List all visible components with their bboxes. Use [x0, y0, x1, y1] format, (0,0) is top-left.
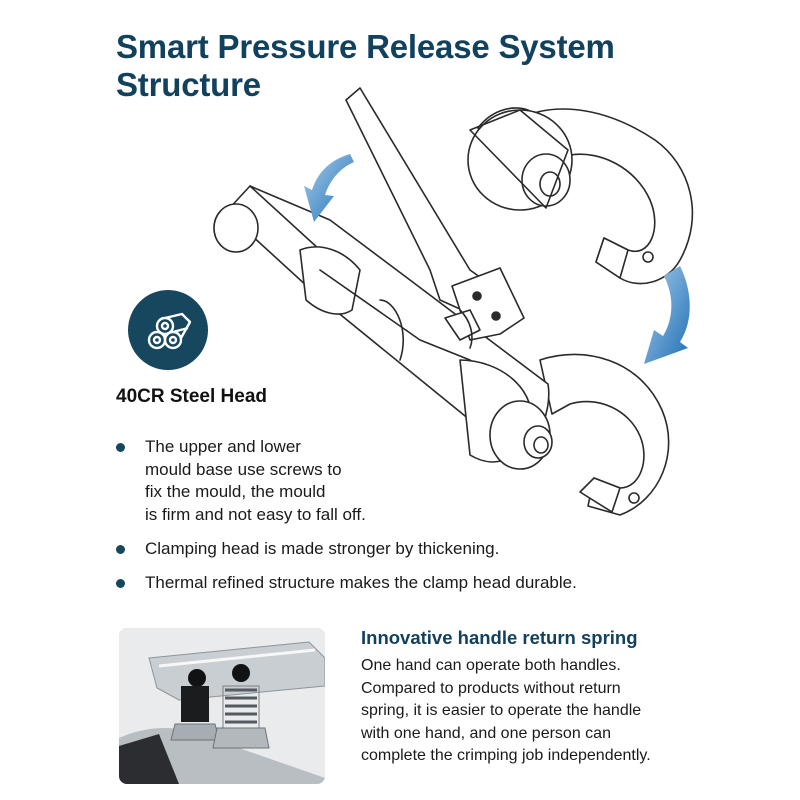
steel-bars-icon: [147, 312, 192, 350]
bullet-line: is firm and not easy to fall off.: [145, 504, 366, 524]
feature-label: 40CR Steel Head: [116, 386, 268, 407]
bullet-line: Clamping head is made stronger by thicke…: [145, 539, 500, 558]
spring-mechanism-photo: [119, 628, 325, 784]
handle-lever: [345, 87, 525, 349]
spring-body-line: with one hand, and one person can: [361, 724, 611, 742]
spring-body-line: spring, it is easier to operate the hand…: [361, 702, 642, 720]
bullet-line: mould base use screws to: [145, 459, 342, 479]
feature-badge: [128, 290, 208, 370]
bullet-line: fix the mould, the mould: [145, 482, 326, 501]
bullet-line: Thermal refined structure makes the clam…: [145, 573, 577, 592]
rotate-arrow-right-icon: [644, 266, 690, 364]
upper-die: [467, 107, 573, 211]
lower-jaw: [539, 353, 670, 516]
spring-section-title: Innovative handle return spring: [361, 627, 638, 648]
bullet-dot-icon: [116, 443, 125, 452]
title-line-2: Structure: [116, 66, 261, 103]
spring-body-line: complete the crimping job independently.: [361, 747, 651, 765]
bullet-dot-icon: [116, 545, 125, 554]
rotate-arrow-left-icon: [304, 154, 354, 222]
cylinder-body: [213, 185, 553, 470]
spring-body-line: One hand can operate both handles.: [361, 657, 621, 674]
title-line-1: Smart Pressure Release System: [116, 28, 615, 65]
spring-section-body: One hand can operate both handles. Compa…: [361, 655, 721, 768]
bullet-dot-icon: [116, 579, 125, 588]
bullet-line: The upper and lower: [145, 437, 301, 456]
spring-body-line: Compared to products without return: [361, 679, 621, 697]
page-title: Smart Pressure Release System Structure: [116, 28, 676, 104]
